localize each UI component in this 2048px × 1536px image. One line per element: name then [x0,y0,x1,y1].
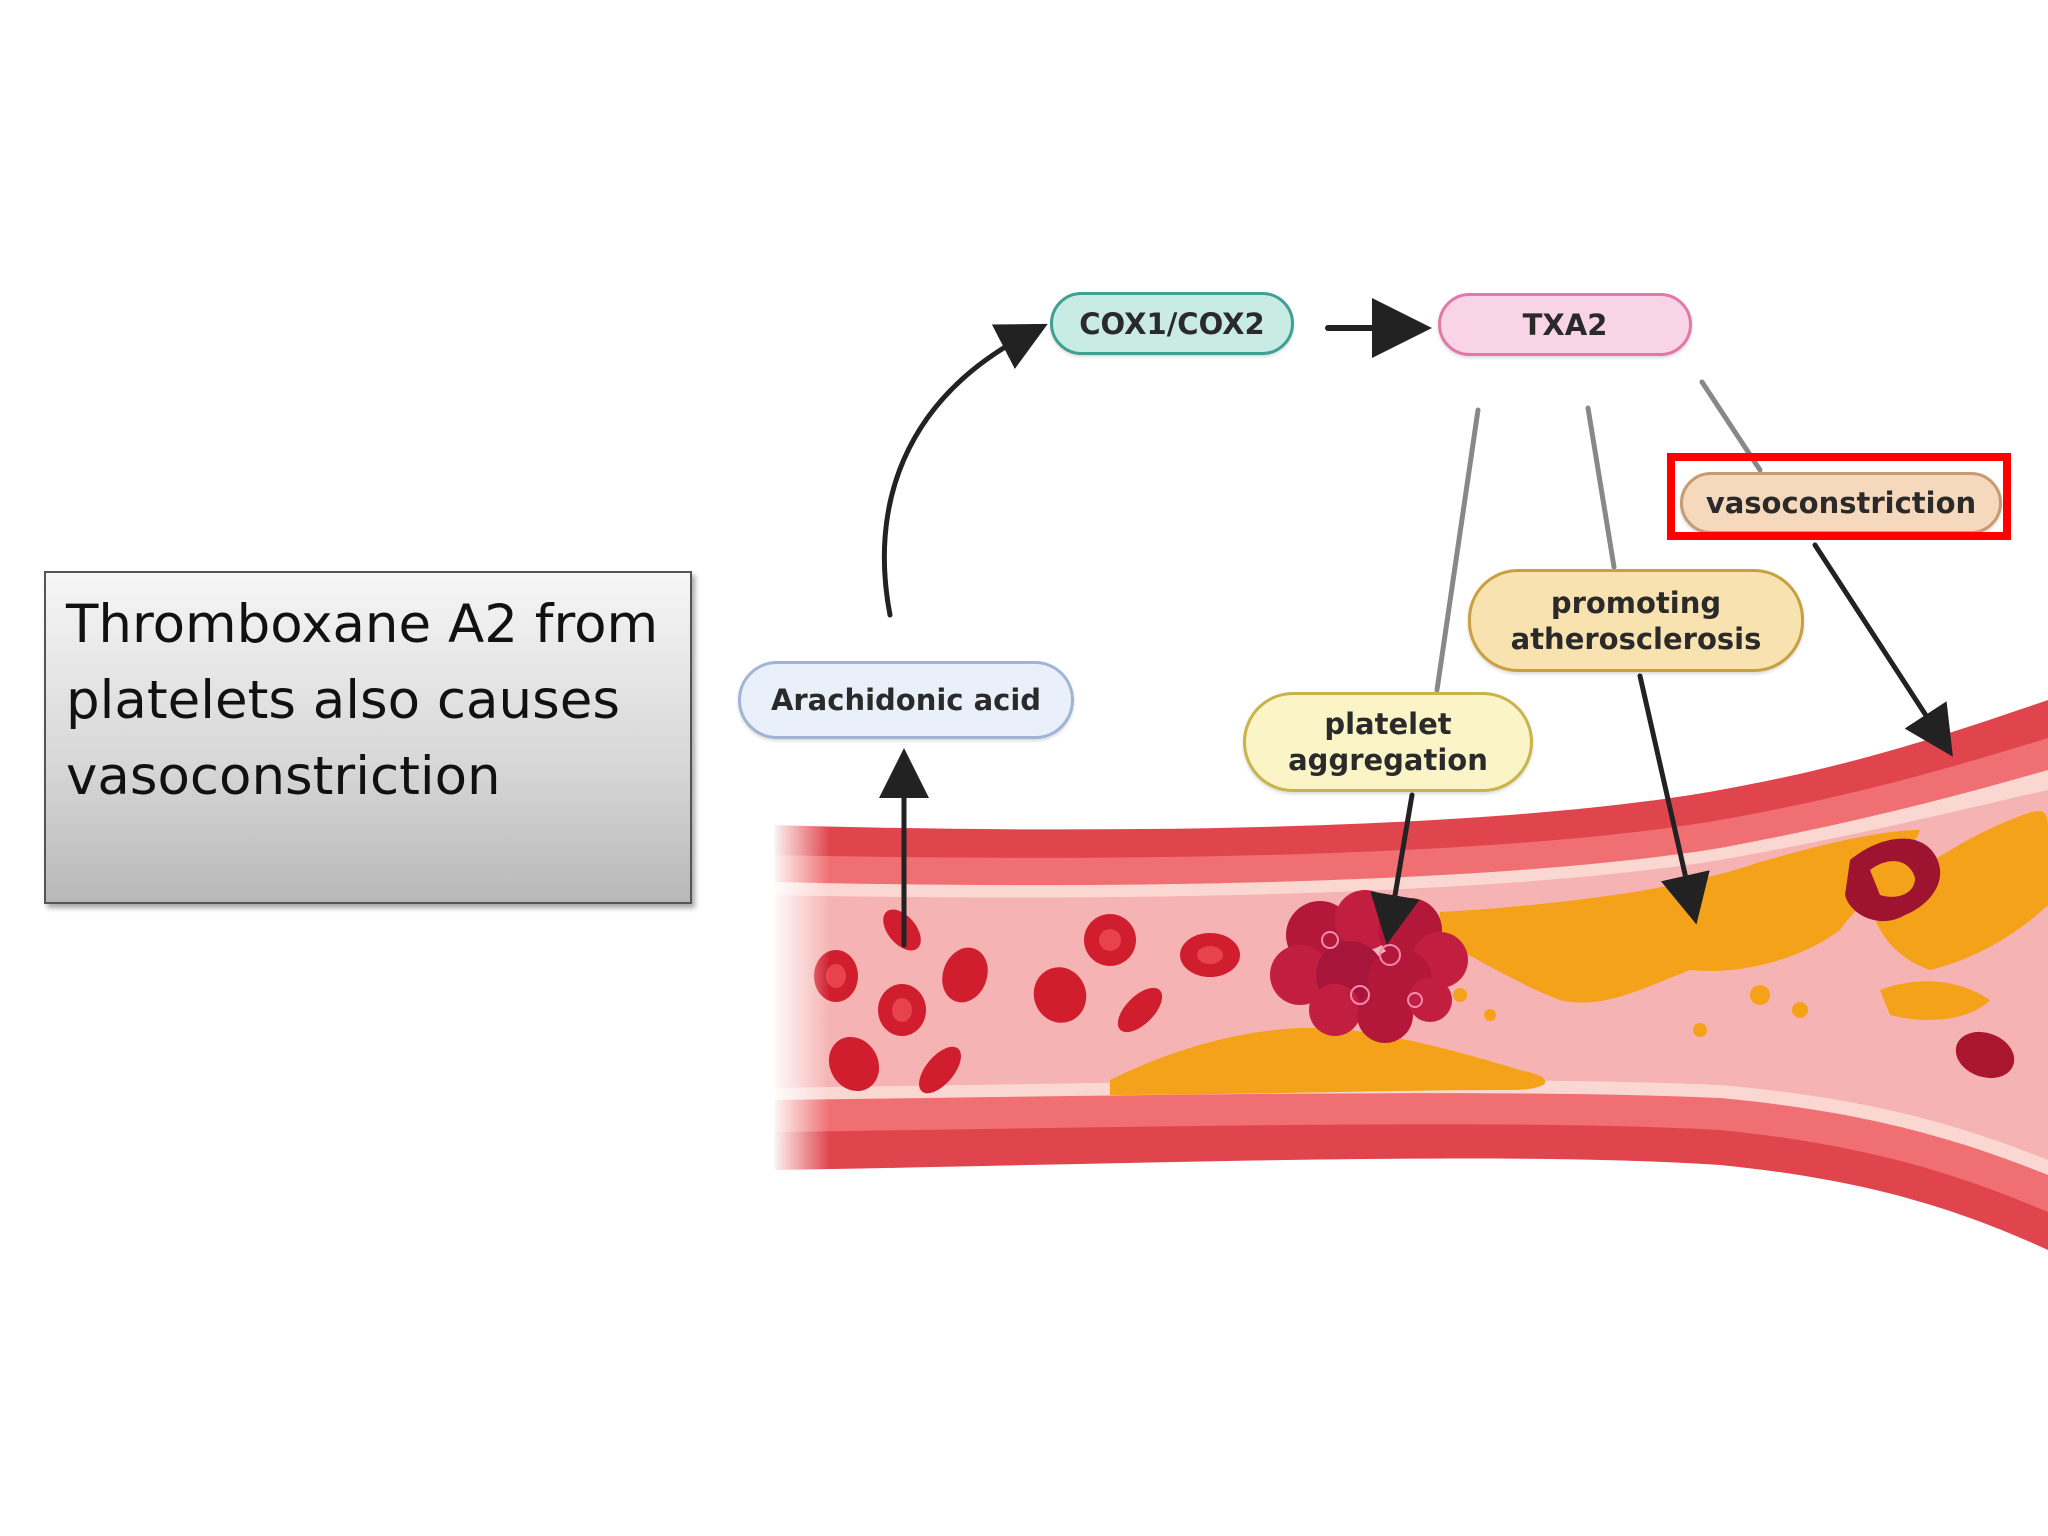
caption-line: platelets also causes [66,670,620,731]
red-blood-cell-center [1099,929,1121,951]
blood-vessel [770,700,2048,1250]
cox-node: COX1/COX2 [1050,292,1294,355]
vasoconstriction-label: vasoconstriction [1705,486,1977,520]
arrow-vasoconstriction-to-wall [1812,542,1953,757]
plaque-fragment [1693,1023,1707,1037]
plaque-lower [1110,1027,1546,1095]
platelet-aggregation-node: platelet aggregation [1243,692,1533,792]
plaque-right [1870,810,2048,970]
platelet-label-line2: aggregation [1288,743,1488,777]
plaque-fragment [1750,985,1770,1005]
red-blood-cell [1033,967,1087,1023]
red-blood-cell-center [892,998,912,1022]
red-blood-cell [828,1036,880,1092]
plaque-fragment [1484,1009,1496,1021]
red-blood-cell-center [1197,946,1223,964]
atherosclerosis-label-line1: promoting [1550,585,1722,620]
cox-label: COX1/COX2 [1079,306,1265,341]
red-blood-cell-center [826,964,846,988]
vasoconstriction-highlight-box [1667,453,2011,540]
atherosclerosis-node: promoting atherosclerosis [1468,569,1804,672]
plaque-right-lower [1880,981,1990,1020]
red-blood-cell [1117,987,1163,1033]
platelet-label-line1: platelet [1324,707,1452,741]
clot-right-core [1870,861,1915,897]
arachidonic-acid-node: Arachidonic acid [738,661,1074,739]
plaque-fragment [1453,988,1467,1002]
caption-box: Thromboxane A2 from platelets also cause… [44,571,692,904]
arrow-txa2-to-platelet [1434,407,1481,693]
atherosclerosis-label: promoting atherosclerosis [1511,585,1762,657]
caption-line: vasoconstriction [66,746,501,807]
arrow-platelet-to-clot [1370,792,1420,945]
txa2-node: TXA2 [1438,293,1692,356]
vessel-fade [770,800,830,1200]
red-blood-cell [1955,1031,2015,1079]
arrow-arachidonic-to-cox [881,323,1048,618]
platelet-aggregation-label: platelet aggregation [1288,706,1488,778]
txa2-label: TXA2 [1522,307,1608,342]
arachidonic-acid-label: Arachidonic acid [770,683,1042,717]
caption-line: Thromboxane A2 from [66,594,659,655]
red-blood-cell [942,947,988,1003]
arrow-txa2-to-atherosclerosis [1585,405,1617,570]
atherosclerosis-label-line2: atherosclerosis [1510,621,1762,656]
arrow-atherosclerosis-to-plaque [1637,673,1710,925]
plaque-fragment [1792,1002,1808,1018]
red-blood-cell [919,1046,961,1094]
